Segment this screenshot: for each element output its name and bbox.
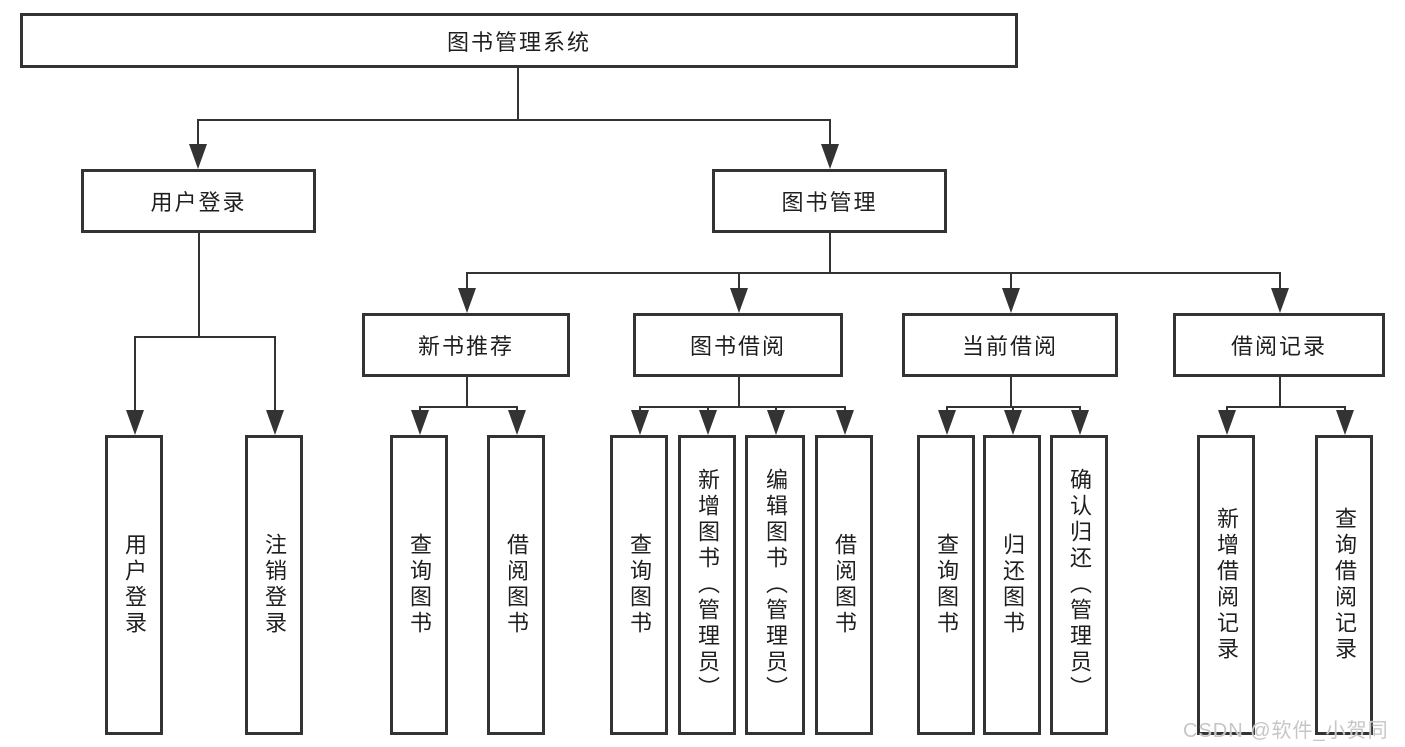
connector-current-borrow-stem (1010, 377, 1012, 406)
node-leaf-return-books: 归还图书 (983, 435, 1041, 735)
node-current-borrow: 当前借阅 (902, 313, 1118, 377)
connector-root-stem (517, 68, 519, 119)
connector-drop (1279, 272, 1281, 290)
node-leaf-query-books-borrow: 查询图书 (610, 435, 668, 735)
arrow-down-icon (938, 410, 956, 435)
node-leaf-logout: 注销登录 (245, 435, 303, 735)
connector-drop (829, 119, 831, 149)
connector-new-books-branch (419, 406, 517, 408)
arrow-down-icon (508, 410, 526, 435)
connector-user-login-stem (198, 233, 200, 336)
arrow-down-icon (1218, 410, 1236, 435)
connector-drop (466, 272, 468, 290)
node-book-borrow: 图书借阅 (633, 313, 843, 377)
node-leaf-query-borrow-record: 查询借阅记录 (1315, 435, 1373, 735)
arrow-down-icon (126, 410, 144, 435)
connector-root-branch (197, 119, 831, 121)
node-leaf-add-books-admin: 新增图书（管理员） (678, 435, 736, 735)
arrow-down-icon (631, 410, 649, 435)
node-leaf-query-books-current: 查询图书 (917, 435, 975, 735)
connector-borrow-records-stem (1279, 377, 1281, 406)
arrow-down-icon (1271, 288, 1289, 313)
connector-user-login-branch (134, 336, 275, 338)
connector-drop (134, 336, 136, 413)
node-leaf-edit-books-admin: 编辑图书（管理员） (745, 435, 805, 735)
arrow-down-icon (1071, 410, 1089, 435)
node-book-management: 图书管理 (712, 169, 947, 233)
connector-book-mgmt-branch (466, 272, 1280, 274)
node-leaf-confirm-return-admin: 确认归还（管理员） (1050, 435, 1108, 735)
arrow-down-icon (836, 410, 854, 435)
connector-drop (1010, 272, 1012, 290)
node-leaf-borrow-books: 借阅图书 (815, 435, 873, 735)
arrow-down-icon (699, 410, 717, 435)
connector-new-books-stem (466, 377, 468, 406)
connector-borrow-records-branch (1226, 406, 1345, 408)
connector-book-mgmt-stem (829, 233, 831, 272)
node-leaf-borrow-books-recommend: 借阅图书 (487, 435, 545, 735)
node-leaf-user-login: 用户登录 (105, 435, 163, 735)
arrow-down-icon (411, 410, 429, 435)
node-user-login: 用户登录 (81, 169, 316, 233)
arrow-down-icon (1002, 288, 1020, 313)
arrow-down-icon (458, 288, 476, 313)
arrow-down-icon (189, 144, 207, 169)
arrow-down-icon (730, 288, 748, 313)
node-leaf-add-borrow-record: 新增借阅记录 (1197, 435, 1255, 735)
node-root: 图书管理系统 (20, 13, 1018, 68)
node-leaf-query-books-recommend: 查询图书 (390, 435, 448, 735)
connector-drop (274, 336, 276, 413)
connector-book-borrow-stem (738, 377, 740, 406)
arrow-down-icon (1004, 410, 1022, 435)
arrow-down-icon (1336, 410, 1354, 435)
arrow-down-icon (266, 410, 284, 435)
node-new-book-recommend: 新书推荐 (362, 313, 570, 377)
connector-drop (738, 272, 740, 290)
watermark: CSDN @软件_小贺同学 (1183, 720, 1389, 742)
connector-book-borrow-branch (639, 406, 845, 408)
connector-drop (197, 119, 199, 149)
arrow-down-icon (821, 144, 839, 169)
arrow-down-icon (767, 410, 785, 435)
node-borrow-records: 借阅记录 (1173, 313, 1385, 377)
